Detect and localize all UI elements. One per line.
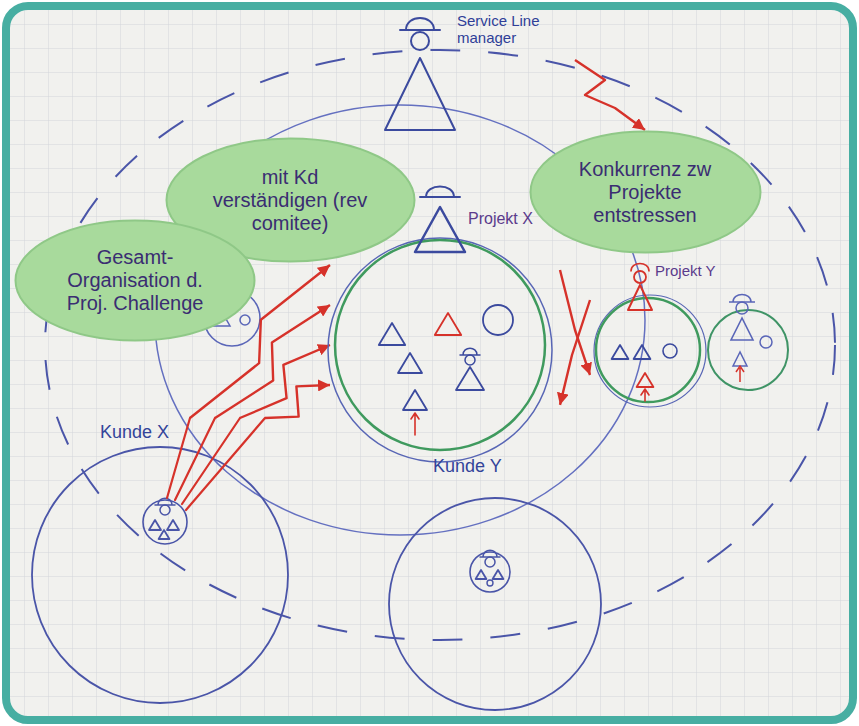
dashed-boundary: [45, 50, 835, 640]
member-arrow: [411, 413, 419, 435]
node-label: Projekt X: [468, 210, 533, 228]
member-triangle: [634, 345, 651, 359]
person-head: [465, 355, 475, 365]
bubble-text: mit Kd verständigen (rev comitee): [203, 166, 378, 235]
red-arrow: [560, 300, 590, 405]
request-line: [186, 418, 265, 510]
person-head: [485, 557, 495, 567]
customer-member: [476, 570, 487, 579]
project-circle-line: [335, 240, 545, 450]
customer-circle: Kunde Y: [375, 452, 615, 714]
member-triangle: [403, 390, 427, 410]
member-circle: [483, 305, 513, 335]
project-circle: Projekt Y: [590, 255, 720, 405]
request-line: [182, 418, 240, 504]
member-triangle: [637, 373, 654, 387]
kundeX-outline: [25, 418, 295, 710]
small-project: [708, 295, 788, 391]
bubble-text: Konkurrenz zw Projekte entstressen: [565, 158, 725, 227]
bubble-shape: [16, 220, 255, 340]
customer-boundary: [32, 447, 288, 703]
red-arrow: [240, 345, 330, 418]
project-circle-line: [596, 298, 700, 402]
person-head: [160, 505, 170, 515]
leader-triangle: [628, 285, 652, 310]
member-triangle: [379, 323, 405, 345]
request-line: [175, 418, 215, 500]
note-bubble: Gesamt- Organisation d. Proj. Challenge: [14, 219, 256, 342]
request-line: [167, 418, 190, 498]
project-boundary: [328, 238, 552, 462]
node-label: Service Line manager: [457, 12, 572, 47]
leader-hat: [631, 264, 649, 272]
bubble-shape: [530, 132, 760, 253]
manager-body: [385, 58, 455, 130]
project-boundary: [594, 295, 706, 407]
customer-member: [167, 520, 179, 530]
red-arrow: [560, 270, 590, 375]
person-hat: [460, 348, 480, 355]
red-arrow: [575, 60, 645, 130]
customer-group: [143, 500, 187, 544]
member-triangle: [398, 353, 422, 373]
person-hat: [155, 498, 175, 505]
manager-head: [411, 32, 429, 50]
node-label: Kunde Y: [433, 456, 502, 477]
customer-circle: Kunde X: [25, 418, 295, 710]
leader-head: [634, 271, 646, 283]
manager-hat-brim: [400, 29, 440, 31]
leader-triangle: [415, 207, 465, 252]
member-arrow: [641, 389, 649, 401]
leader-hat: [420, 187, 460, 198]
customer-boundary: [389, 498, 601, 710]
projX-outline: [330, 195, 560, 460]
red-arrow: [215, 305, 330, 418]
node-label: Kunde X: [100, 422, 169, 443]
customer-member: [149, 520, 161, 530]
manager-figure: Service Line manager: [375, 8, 575, 138]
customer-group: [470, 552, 510, 592]
kundeY-outline: [375, 452, 615, 714]
member-circle: [663, 344, 677, 358]
customer-member: [159, 530, 170, 539]
member-triangle: [456, 367, 484, 390]
red-arrow: [265, 385, 330, 418]
customer-member: [493, 570, 504, 579]
member-triangle: [435, 313, 461, 335]
member-triangle: [612, 345, 629, 359]
project-circle: Projekt X: [330, 195, 560, 460]
manager-hat: [406, 18, 434, 30]
paper-frame: [6, 6, 853, 720]
person-hat: [480, 550, 500, 557]
note-bubble: Konkurrenz zw Projekte entstressen: [529, 130, 762, 254]
customer-member: [487, 580, 493, 586]
bubble-text: Gesamt- Organisation d. Proj. Challenge: [53, 246, 218, 315]
node-label: Projekt Y: [655, 262, 716, 279]
